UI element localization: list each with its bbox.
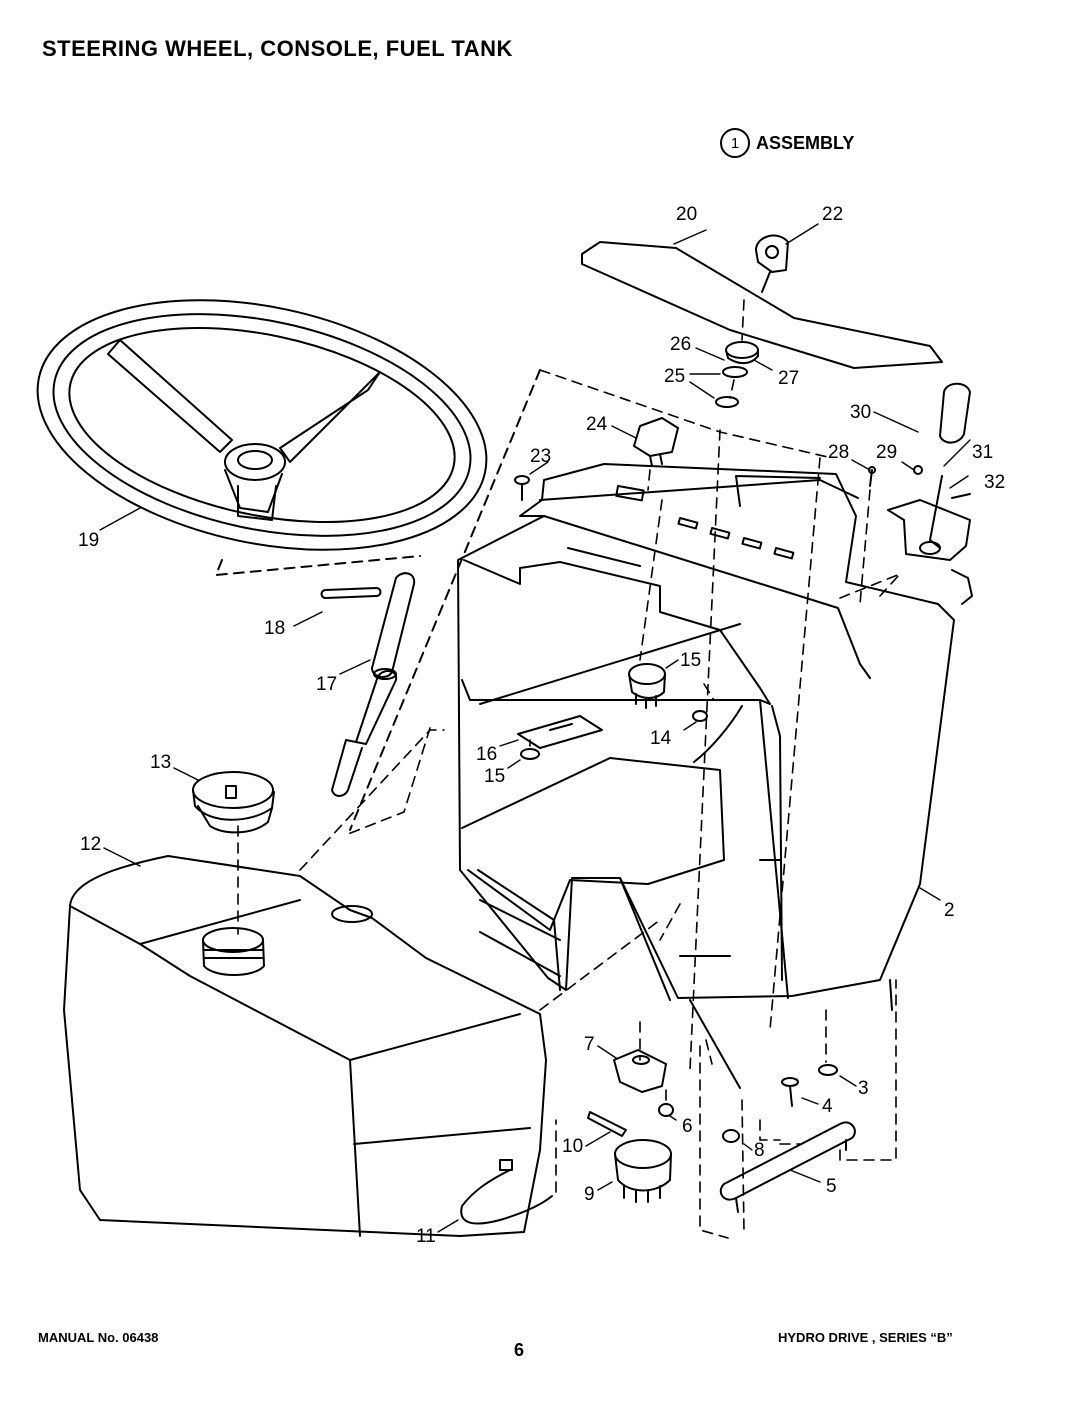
nut-14 bbox=[692, 710, 708, 722]
console-slots bbox=[615, 484, 795, 560]
callout-33: 32 bbox=[984, 472, 1005, 493]
page-title: STEERING WHEEL, CONSOLE, FUEL TANK bbox=[42, 36, 513, 61]
console bbox=[457, 463, 955, 1089]
steering-shaft-dash-line bbox=[349, 369, 541, 831]
callout-22: 20 bbox=[676, 204, 697, 225]
callout-23: 22 bbox=[822, 204, 843, 225]
callout-9: 9 bbox=[584, 1184, 595, 1205]
callout-12: 12 bbox=[80, 834, 101, 855]
mount-plate bbox=[517, 715, 603, 749]
callout-5: 5 bbox=[826, 1176, 837, 1197]
callout-2: 2 bbox=[944, 900, 955, 921]
leader-lines bbox=[99, 223, 971, 1233]
callout-32: 31 bbox=[972, 442, 993, 463]
switch-9 bbox=[614, 1139, 672, 1203]
bolt-4 bbox=[781, 1077, 799, 1107]
callout-10: 10 bbox=[562, 1136, 583, 1157]
manual-number: MANUAL No. 06438 bbox=[38, 1330, 159, 1345]
assembly-label: 1 ASSEMBLY bbox=[720, 128, 854, 158]
mount-plate-slot bbox=[549, 723, 573, 731]
callout-28: 27 bbox=[778, 368, 799, 389]
steering-wheel-dash-outline bbox=[215, 555, 421, 576]
series-label: HYDRO DRIVE , SERIES “B” bbox=[778, 1330, 953, 1345]
fuel-cap bbox=[192, 771, 275, 834]
washer-3 bbox=[818, 1064, 838, 1076]
callout-4: 4 bbox=[822, 1096, 833, 1117]
callout-29: 28 bbox=[828, 442, 849, 463]
callout-6: 6 bbox=[682, 1116, 693, 1137]
callout-13: 13 bbox=[150, 752, 171, 773]
nut-16 bbox=[520, 748, 540, 760]
steering-wheel bbox=[36, 299, 488, 551]
callout-27: 26 bbox=[670, 334, 691, 355]
fuel-line bbox=[693, 705, 743, 763]
fuse-holder bbox=[613, 1049, 667, 1093]
callout-18: 17 bbox=[316, 674, 337, 695]
callout-26: 25 bbox=[664, 366, 685, 387]
nut-6 bbox=[658, 1103, 674, 1117]
steering-pin bbox=[320, 587, 382, 599]
callout-14: 14 bbox=[650, 728, 672, 749]
callout-25: 24 bbox=[586, 414, 608, 435]
fuel-tank bbox=[63, 855, 547, 1237]
assembly-dash-lines bbox=[237, 299, 901, 1239]
callout-24: 23 bbox=[530, 446, 551, 467]
assembly-number-circle: 1 bbox=[720, 128, 750, 158]
assembly-text: ASSEMBLY bbox=[756, 132, 855, 153]
callout-8: 8 bbox=[754, 1140, 765, 1161]
ignition-key bbox=[755, 234, 789, 293]
key-switch bbox=[628, 663, 666, 709]
callout-3: 3 bbox=[858, 1078, 869, 1099]
screw-24 bbox=[514, 475, 530, 501]
switch-nut bbox=[715, 341, 759, 408]
rocker-switch bbox=[633, 417, 679, 467]
bracket-5 bbox=[719, 1121, 856, 1213]
callout-17: 16 bbox=[476, 744, 497, 765]
steering-shaft bbox=[331, 572, 416, 797]
page-number: 6 bbox=[514, 1340, 525, 1360]
callouts: 20 22 26 25 27 24 23 28 29 30 31 32 19 1… bbox=[78, 204, 1005, 1247]
callout-11: 11 bbox=[416, 1226, 436, 1247]
pin-10 bbox=[587, 1111, 627, 1137]
fuel-line-11 bbox=[460, 1159, 553, 1225]
dash-panel bbox=[581, 241, 943, 369]
callout-19: 18 bbox=[264, 618, 285, 639]
nut-8 bbox=[722, 1129, 740, 1143]
callout-15: 15 bbox=[680, 650, 701, 671]
callout-31: 30 bbox=[850, 402, 871, 423]
callout-20: 19 bbox=[78, 530, 99, 551]
callout-7: 7 bbox=[584, 1034, 595, 1055]
throttle-lever bbox=[887, 382, 973, 605]
callout-30: 29 bbox=[876, 442, 897, 463]
callout-16: 15 bbox=[484, 766, 505, 787]
